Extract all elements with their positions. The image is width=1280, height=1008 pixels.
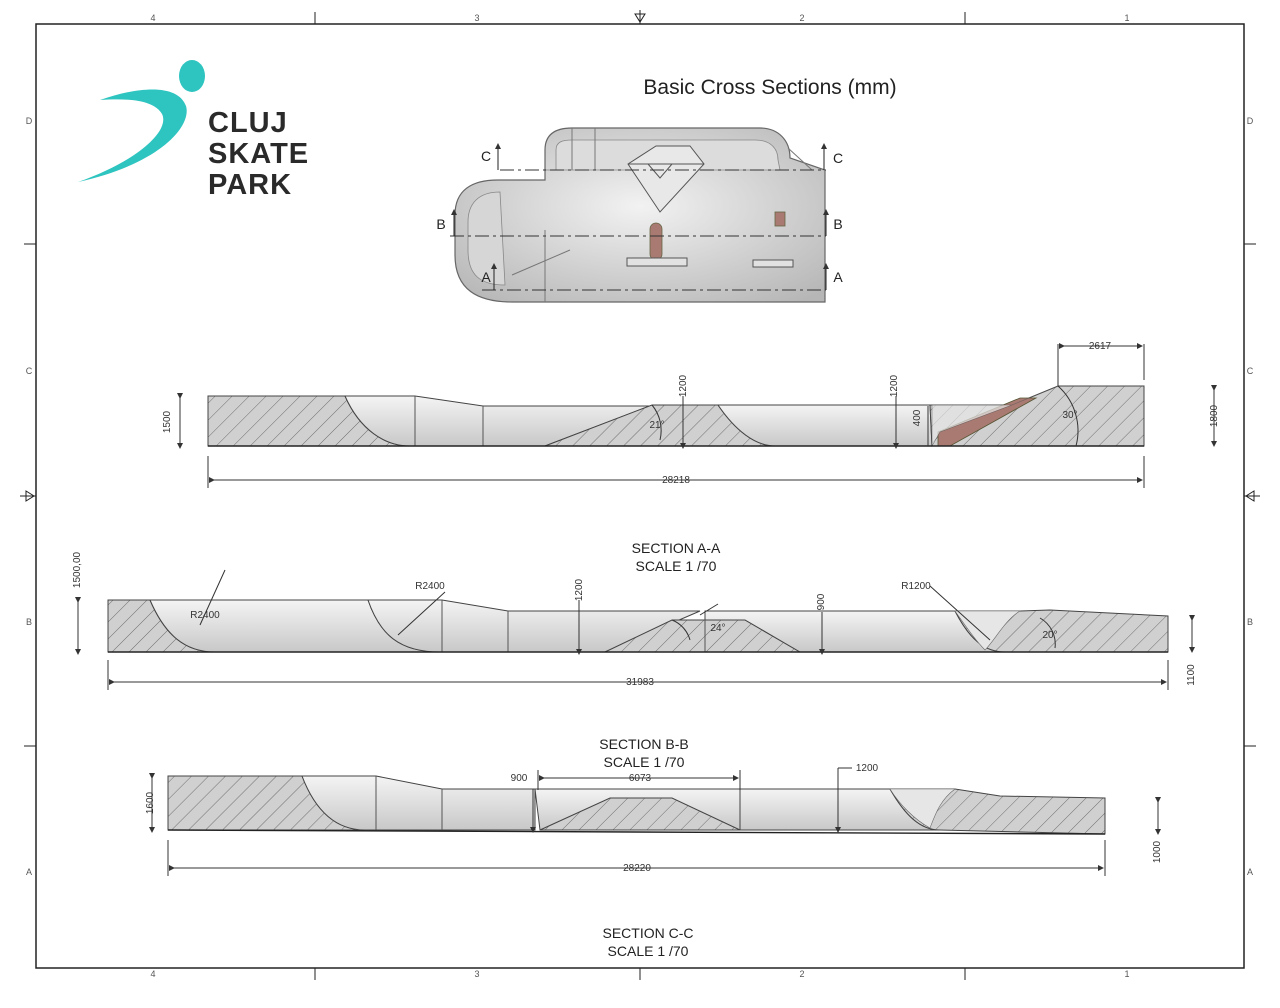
plan-marker-b-right: B [833, 216, 842, 232]
dim-c-depth-1: 900 [511, 773, 528, 784]
plan-marker-a-right: A [833, 269, 843, 285]
logo-line-1: CLUJ [208, 107, 288, 139]
section-a-caption: SECTION A-A [632, 540, 721, 556]
zone-col-1-bottom: 1 [1124, 969, 1129, 979]
zone-row-d-left: D [26, 116, 33, 126]
dim-b-radius-1: R2400 [190, 610, 220, 621]
section-c-scale: SCALE 1 /70 [608, 943, 689, 959]
section-b-caption: SECTION B-B [599, 736, 688, 752]
dim-a-length: 28218 [662, 475, 690, 486]
zone-col-1-top: 1 [1124, 13, 1129, 23]
dim-c-length: 28220 [623, 863, 651, 874]
dim-a-step: 400 [912, 409, 923, 426]
section-b-profile [107, 599, 1169, 653]
dim-b-angle-1: 24° [710, 623, 725, 634]
dim-a-angle-1: 21° [649, 420, 664, 431]
zone-row-d-right: D [1247, 116, 1254, 126]
plan-marker-a-left: A [481, 269, 491, 285]
zone-row-c-left: C [26, 366, 33, 376]
zone-row-b-left: B [26, 617, 32, 627]
dim-b-height-left: 1500,00 [72, 551, 83, 588]
dim-a-width-top: 2617 [1089, 341, 1112, 352]
zone-row-c-right: C [1247, 366, 1254, 376]
dim-a-height-left: 1500 [162, 410, 173, 433]
dim-b-height-right: 1100 [1186, 664, 1197, 686]
section-a-scale: SCALE 1 /70 [636, 558, 717, 574]
dim-a-height-right: 1800 [1209, 404, 1220, 427]
dim-c-width-mid: 6073 [629, 773, 652, 784]
dim-c-height-left: 1600 [145, 791, 156, 814]
section-c-caption: SECTION C-C [603, 925, 694, 941]
logo: CLUJ SKATE PARK [78, 60, 309, 201]
section-a-dimensions [177, 343, 1217, 488]
zone-col-4-top: 4 [150, 13, 155, 23]
zone-col-2-top: 2 [799, 13, 804, 23]
logo-line-3: PARK [208, 169, 292, 201]
dim-b-radius-3: R1200 [901, 581, 931, 592]
zone-col-4-bottom: 4 [150, 969, 155, 979]
dim-b-depth-1: 1200 [574, 578, 585, 601]
section-c-dimensions [149, 767, 1161, 876]
dim-a-angle-2: 30° [1062, 410, 1077, 421]
dim-a-depth-1: 1200 [678, 374, 689, 397]
plan-marker-c-right: C [833, 150, 843, 166]
page-title: Basic Cross Sections (mm) [643, 76, 896, 99]
dim-c-depth-2: 1200 [856, 763, 879, 774]
zone-row-a-left: A [26, 867, 32, 877]
dim-b-length: 31983 [626, 677, 654, 688]
zone-row-a-right: A [1247, 867, 1253, 877]
section-b-dimensions [75, 569, 1195, 690]
zone-col-3-top: 3 [474, 13, 479, 23]
zone-col-2-bottom: 2 [799, 969, 804, 979]
section-c-profile [167, 775, 1106, 835]
section-b-scale: SCALE 1 /70 [604, 754, 685, 770]
sheet-frame [20, 10, 1260, 980]
plan-marker-b-left: B [436, 216, 445, 232]
dim-c-height-right: 1000 [1152, 840, 1163, 863]
plan-marker-c-left: C [481, 148, 491, 164]
dim-b-depth-2: 900 [816, 593, 827, 610]
zone-row-b-right: B [1247, 617, 1253, 627]
dim-a-depth-2: 1200 [889, 374, 900, 397]
dim-b-angle-2: 20° [1042, 630, 1057, 641]
plan-view [450, 127, 829, 303]
logo-line-2: SKATE [208, 138, 309, 170]
skater-swoosh-icon [78, 60, 205, 182]
dim-b-radius-2: R2400 [415, 581, 445, 592]
zone-col-3-bottom: 3 [474, 969, 479, 979]
section-a-profile [207, 385, 1145, 448]
